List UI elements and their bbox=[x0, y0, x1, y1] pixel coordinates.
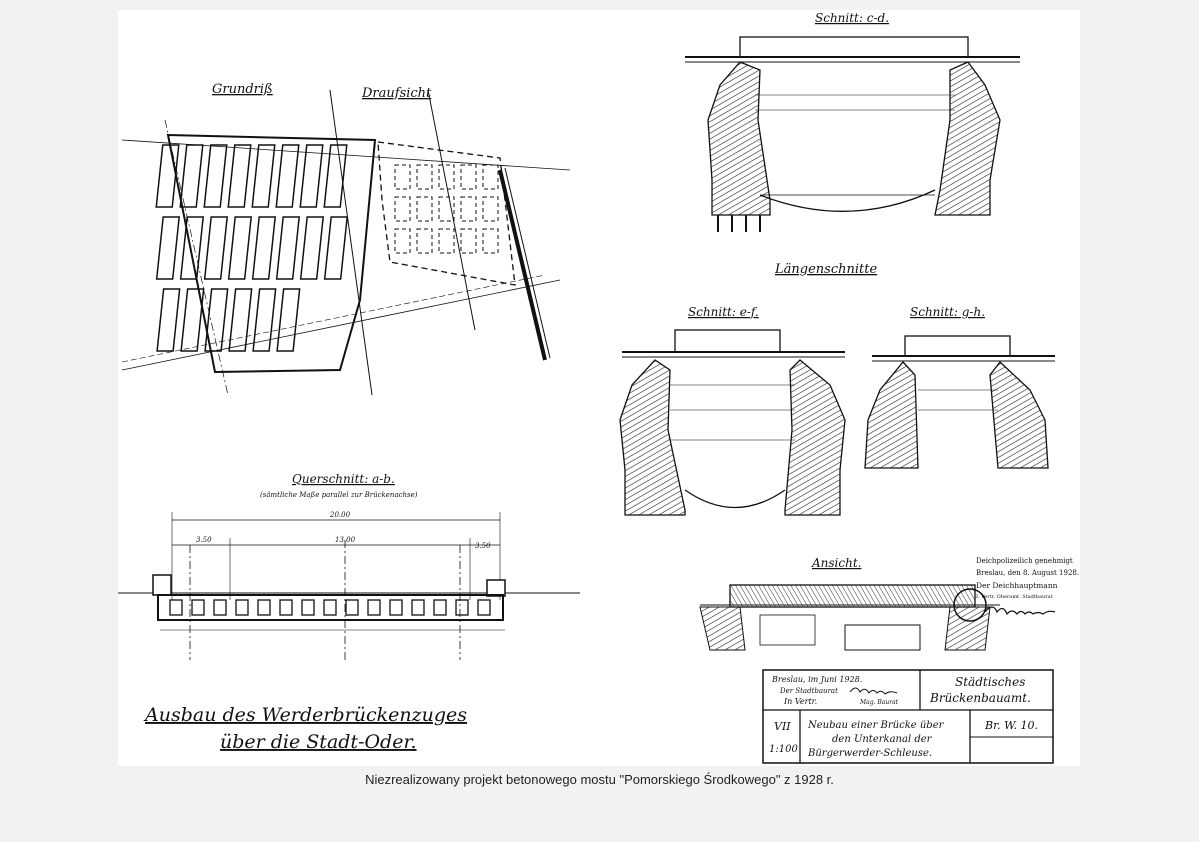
cross-section-rib bbox=[213, 599, 227, 616]
cross-section-rib bbox=[301, 599, 315, 616]
title-block bbox=[762, 669, 1054, 764]
cross-section-note: (sämtliche Maße parallel zur Brückenachs… bbox=[260, 491, 418, 499]
cross-section-rib bbox=[191, 599, 205, 616]
plan-grid-cell bbox=[180, 288, 205, 352]
plan-grid-cell bbox=[299, 144, 324, 208]
draufsicht-grid-cell bbox=[394, 196, 411, 222]
stamp-signature bbox=[984, 606, 1056, 616]
elevation-view bbox=[699, 584, 1000, 651]
stamp-line-3: Der Deichhauptmann bbox=[976, 581, 1058, 590]
stamp-line-2: Breslau, den 8. August 1928. bbox=[976, 569, 1079, 577]
draufsicht-grid-cell bbox=[438, 228, 455, 254]
plan-grid-cell bbox=[179, 144, 204, 208]
dim-left: 3.50 bbox=[196, 536, 212, 544]
plan-grid-cell bbox=[227, 144, 252, 208]
plan-grid-cell bbox=[323, 216, 349, 280]
cross-section-rib bbox=[433, 599, 447, 616]
draufsicht-grid-cell bbox=[416, 228, 433, 254]
approval-stamp: Deichpolizeilich genehmigt Breslau, den … bbox=[976, 557, 1079, 616]
tb-sheet-no: VII bbox=[774, 720, 791, 733]
tb-project-1: Neubau einer Brücke über bbox=[807, 720, 945, 731]
cross-section-rib bbox=[235, 599, 249, 616]
tb-role: Mag. Baurat bbox=[859, 699, 899, 706]
stamp-line-1: Deichpolizeilich genehmigt bbox=[976, 557, 1073, 565]
cross-section-rib bbox=[411, 599, 425, 616]
section-gh-title: Schnitt: g-h. bbox=[910, 305, 985, 319]
plan-grid-cell bbox=[155, 216, 181, 280]
plan-grid-cell bbox=[251, 216, 277, 280]
draufsicht-grid-cell bbox=[438, 196, 455, 222]
cross-section-rib bbox=[257, 599, 271, 616]
draufsicht-grid-cell bbox=[394, 228, 411, 254]
cross-section-rib bbox=[323, 599, 337, 616]
laengenschnitte-title: Längenschnitte bbox=[774, 262, 877, 277]
plan-grid-cell bbox=[228, 288, 253, 352]
draufsicht-grid-cell bbox=[416, 164, 433, 190]
cross-section-rib bbox=[389, 599, 403, 616]
draufsicht-grid-cell bbox=[482, 164, 499, 190]
cross-section-ab bbox=[118, 512, 580, 660]
stamp-line-4: I. Vertr. Oberamt. Stadtbaurat bbox=[976, 594, 1053, 600]
tb-date: Breslau, im Juni 1928. bbox=[771, 675, 862, 684]
tb-oberbaurat: Der Stadtbaurat bbox=[779, 687, 838, 695]
cross-section-rib bbox=[279, 599, 293, 616]
plan-grid-cell bbox=[203, 144, 228, 208]
plan-grid-cell bbox=[156, 288, 181, 352]
plan-view bbox=[121, 89, 571, 396]
plan-grid-cell bbox=[275, 216, 301, 280]
tb-office-2: Brückenbauamt. bbox=[929, 691, 1031, 705]
image-caption: Niezrealizowany projekt betonowego mostu… bbox=[365, 772, 834, 787]
tb-project-2: den Unterkanal der bbox=[832, 734, 933, 745]
main-title-line-1: Ausbau des Werderbrückenzuges bbox=[143, 704, 467, 726]
tb-signer: In Vertr. bbox=[783, 697, 817, 706]
section-cd bbox=[685, 36, 1020, 232]
draufsicht-grid-cell bbox=[482, 196, 499, 222]
plan-grid-cell bbox=[323, 144, 348, 208]
cross-section-rib bbox=[367, 599, 381, 616]
tb-scale: 1:100 bbox=[769, 744, 798, 755]
plan-grid-cell bbox=[252, 288, 277, 352]
cross-section-rib bbox=[345, 599, 359, 616]
section-cd-title: Schnitt: c-d. bbox=[815, 11, 889, 25]
tb-project-3: Bürgerwerder-Schleuse. bbox=[807, 748, 932, 759]
plan-grid-cell bbox=[276, 288, 301, 352]
cross-section-rib bbox=[169, 599, 183, 616]
draufsicht-grid-cell bbox=[460, 228, 477, 254]
plan-grid-cell bbox=[227, 216, 253, 280]
plan-grid-cell bbox=[299, 216, 325, 280]
section-ef bbox=[619, 329, 846, 516]
plan-title-grundriss: Grundriß bbox=[212, 82, 273, 97]
cross-section-title: Querschnitt: a-b. bbox=[292, 472, 395, 486]
plan-grid-cell bbox=[179, 216, 205, 280]
draufsicht-grid-cell bbox=[394, 164, 411, 190]
tb-signature bbox=[849, 687, 898, 695]
plan-grid-cell bbox=[155, 144, 180, 208]
tb-drawing-no: Br. W. 10. bbox=[984, 719, 1038, 732]
dim-overall: 20.00 bbox=[329, 511, 351, 519]
tb-office-1: Städtisches bbox=[955, 675, 1025, 689]
draufsicht-grid-cell bbox=[416, 196, 433, 222]
plan-grid-cell bbox=[203, 216, 229, 280]
plan-grid-cell bbox=[204, 288, 229, 352]
cross-section-rib bbox=[455, 599, 469, 616]
draufsicht-grid-cell bbox=[482, 228, 499, 254]
main-title-line-2: über die Stadt-Oder. bbox=[220, 731, 417, 753]
section-gh bbox=[864, 335, 1055, 469]
dim-mid: 13.00 bbox=[335, 536, 356, 544]
ansicht-title: Ansicht. bbox=[811, 556, 861, 570]
dim-right: 3.50 bbox=[475, 542, 491, 550]
draufsicht-grid-cell bbox=[438, 164, 455, 190]
cross-section-rib bbox=[477, 599, 491, 616]
draufsicht-grid-cell bbox=[460, 196, 477, 222]
plan-title-draufsicht: Draufsicht bbox=[361, 86, 432, 101]
plan-grid-cell bbox=[275, 144, 300, 208]
plan-grid-cell bbox=[251, 144, 276, 208]
section-ef-title: Schnitt: e-f. bbox=[688, 305, 759, 319]
draufsicht-grid-cell bbox=[460, 164, 477, 190]
